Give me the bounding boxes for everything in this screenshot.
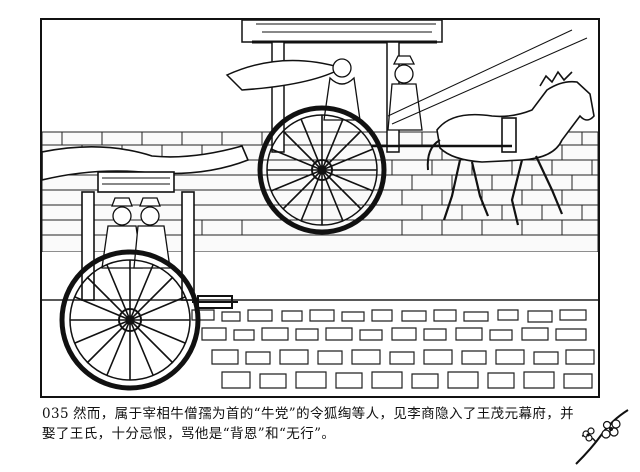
wheel-left — [59, 249, 201, 391]
caption-number: 035 — [42, 406, 69, 422]
cobblestone-road — [42, 252, 598, 389]
caption-text: 然而，属于宰相牛僧孺为首的“牛党”的令狐绹等人，见李商隐入了王茂元幕府，并娶了王… — [42, 406, 575, 442]
carriage-shaft — [192, 144, 512, 309]
illustration — [42, 20, 598, 391]
wheel-right — [257, 105, 387, 235]
passengers-right — [323, 55, 423, 131]
horse — [387, 29, 595, 226]
plum-blossom-icon — [575, 409, 629, 465]
comic-panel — [40, 18, 600, 398]
carriage-roof-left — [42, 145, 250, 301]
